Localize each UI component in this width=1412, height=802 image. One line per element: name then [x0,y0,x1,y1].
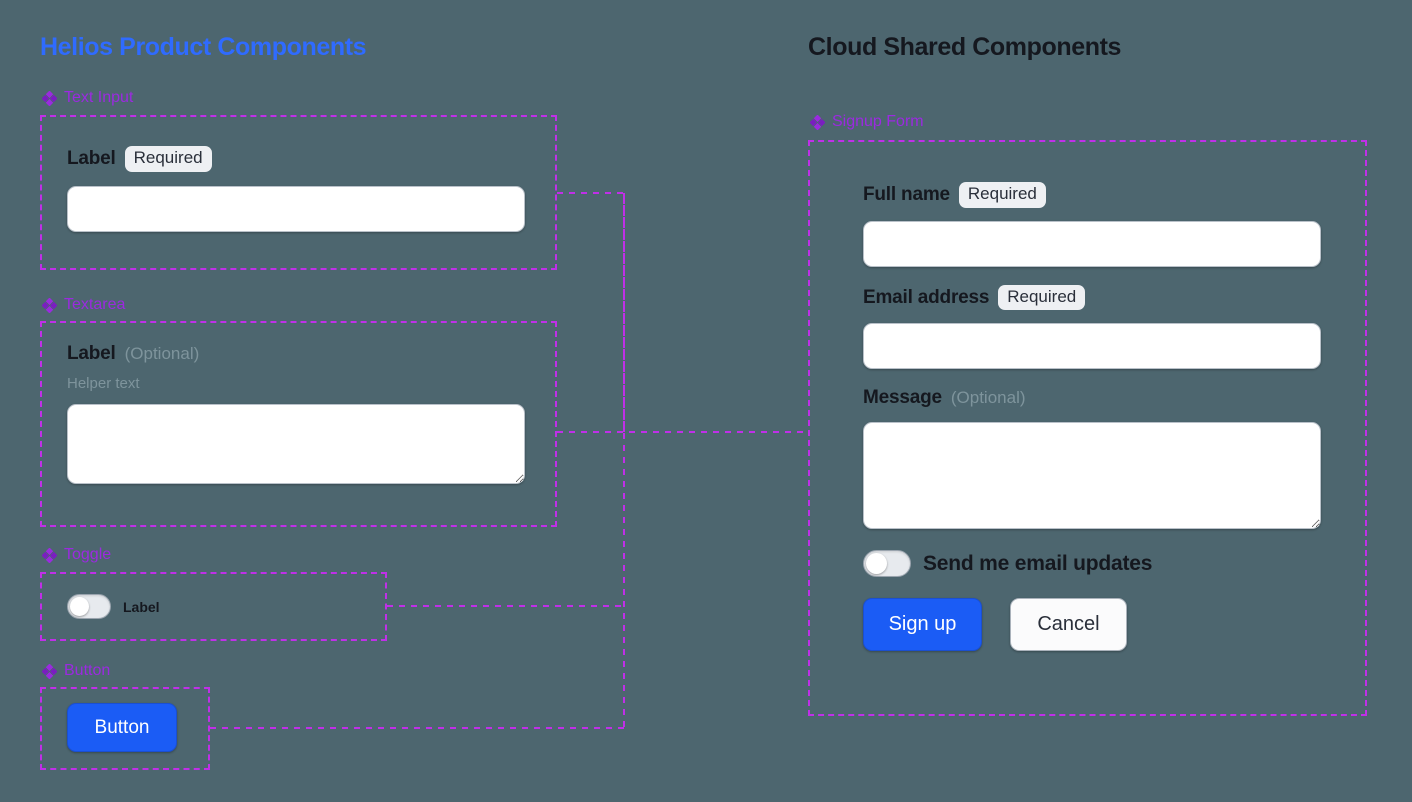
component-box-text-input [40,115,557,270]
optional-note: (Optional) [124,344,200,363]
section-tag-toggle: Toggle [42,546,111,564]
section-tag-button: Button [42,662,110,680]
message-label: Message [863,387,942,409]
component-box-textarea [40,321,557,527]
diamond-icon [42,663,57,679]
diamond-icon [810,114,825,130]
component-box-signup-form [808,140,1367,716]
email-label: Email address [863,286,990,308]
full-name-label: Full name [863,183,950,205]
text-input-field-group: Label Required [67,146,525,232]
email-updates-toggle-row[interactable]: Send me email updates [863,550,1321,578]
toggle-knob [70,597,89,616]
cancel-button[interactable]: Cancel [1010,598,1127,652]
section-tag-textarea: Textarea [42,296,125,314]
signup-form: Full name Required Email address Require… [863,182,1321,652]
section-tag-label: Toggle [64,546,112,563]
section-tag-signup-form: Signup Form [810,113,924,131]
component-box-button [40,687,210,770]
toggle-switch[interactable] [67,594,111,619]
left-panel-title: Helios Product Components [40,33,367,61]
section-tag-label: Text Input [64,89,134,106]
section-tag-text-input: Text Input [42,89,133,107]
textarea-label-row: Label (Optional) [67,343,525,365]
full-name-label-row: Full name Required [863,182,1321,208]
section-tag-label: Signup Form [832,113,924,130]
toggle-row[interactable]: Label [67,594,160,619]
right-panel-title: Cloud Shared Components [808,33,1122,61]
text-input-field[interactable] [67,185,525,232]
message-textarea[interactable] [863,422,1321,530]
text-input-label-row: Label Required [67,146,525,172]
message-label-row: Message (Optional) [863,387,1321,409]
textarea-helper-text: Helper text [67,375,140,392]
required-badge: Required [124,146,212,172]
toggle-label: Label [123,598,160,615]
diamond-icon [42,547,57,563]
optional-note: (Optional) [950,388,1026,408]
section-tag-label: Textarea [64,296,126,313]
diamond-icon [42,90,57,106]
diamond-icon [42,297,57,313]
toggle-knob [866,553,887,575]
email-updates-label: Send me email updates [923,551,1153,575]
email-label-row: Email address Required [863,284,1321,311]
email-input[interactable] [863,323,1321,370]
full-name-input[interactable] [863,220,1321,267]
component-box-toggle [40,572,387,641]
textarea-label: Label [67,343,116,364]
sign-up-button[interactable]: Sign up [863,598,982,652]
textarea-field[interactable] [67,404,525,484]
required-badge: Required [958,182,1046,208]
demo-button[interactable]: Button [67,703,177,752]
section-tag-label: Button [64,662,111,679]
textarea-field-group: Label (Optional) Helper text [67,343,525,484]
signup-actions: Sign up Cancel [863,598,1321,652]
email-updates-toggle[interactable] [863,550,911,578]
required-badge: Required [998,284,1086,311]
text-input-label: Label [67,147,116,169]
